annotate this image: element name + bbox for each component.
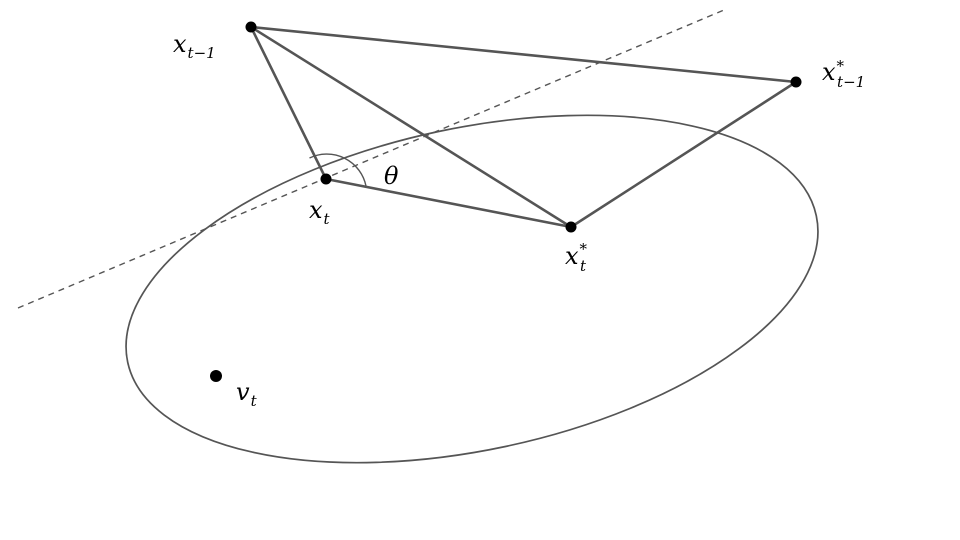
label-v-t: vt bbox=[236, 378, 258, 410]
edge-xprev-xt bbox=[249, 25, 328, 181]
dashed-tangent-line bbox=[17, 9, 725, 309]
edge-xt-xtstar bbox=[324, 177, 573, 229]
label-x-t: xt bbox=[309, 196, 331, 228]
label-x-prev: xt−1 bbox=[173, 30, 216, 62]
point-x-t-star bbox=[565, 221, 577, 233]
point-x-prev bbox=[245, 21, 257, 33]
point-v-t bbox=[210, 370, 222, 382]
edge-xtstar-xprevstar bbox=[569, 80, 798, 229]
point-x-t bbox=[320, 173, 332, 185]
label-x-t-star: x*t bbox=[565, 240, 588, 275]
theta-angle-arc bbox=[309, 153, 367, 187]
point-x-prev-star bbox=[790, 76, 802, 88]
label-theta: θ bbox=[384, 162, 399, 190]
edge-xprev-xtstar bbox=[249, 25, 573, 229]
edge-xprev-xprevstar bbox=[249, 25, 798, 84]
constraint-ellipse bbox=[125, 114, 819, 464]
label-x-prev-star: x*t−1 bbox=[822, 57, 865, 91]
